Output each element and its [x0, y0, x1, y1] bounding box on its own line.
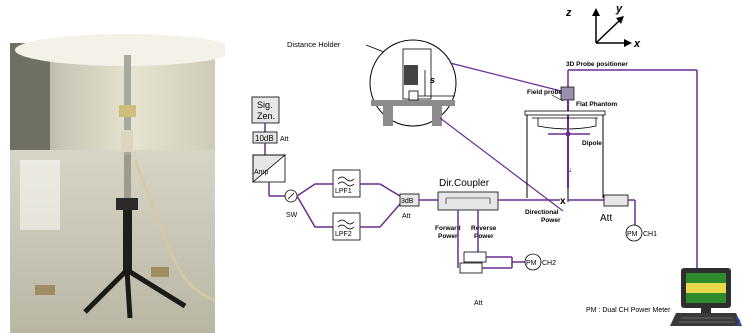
pm-ch2-pm-label: PM	[526, 260, 537, 267]
power-meter-ch2	[524, 253, 542, 271]
flat-phantom-label: Flat Phantom	[576, 101, 617, 108]
axis-triad: z y x	[565, 3, 641, 50]
lpf2-box	[332, 212, 361, 241]
attenuator-right-box	[603, 194, 629, 207]
forward-power-label-1: Forward	[435, 225, 461, 232]
attenuator-10db-label: 10dB	[255, 134, 274, 143]
pm-legend-label: PM : Dual CH Power Meter	[586, 307, 671, 314]
reverse-power-label-1: Reverse	[471, 225, 497, 232]
attenuator-right-label: Att	[600, 213, 612, 224]
attenuator-bottom-label: Att	[474, 300, 483, 307]
flat-phantom-table	[524, 110, 606, 198]
signal-generator-box	[251, 96, 280, 124]
dipole-tripod-photo	[10, 34, 225, 333]
attenuator-forward-box	[459, 262, 483, 274]
distance-s-label: s	[430, 75, 435, 85]
z-axis-label: z	[565, 7, 572, 19]
attenuator-3db-att-label: Att	[402, 213, 411, 220]
dipole-feed-mark: ↓	[568, 165, 572, 174]
lpf2-label: LPF2	[335, 231, 352, 238]
attenuator-3db-label: 3dB	[401, 198, 414, 205]
y-axis-label: y	[615, 3, 623, 15]
power-meter-ch1	[625, 224, 643, 242]
dipole-label: Dipole	[582, 140, 602, 147]
attenuator-10db-att-label: Att	[280, 136, 289, 143]
x-axis-label: x	[633, 38, 641, 50]
signal-generator-label-2: Zen.	[257, 111, 275, 121]
switch-label: SW	[286, 212, 298, 219]
computer-icon	[670, 268, 742, 327]
directional-power-label-1: Directional	[525, 209, 559, 216]
dir-coupler-box	[437, 191, 499, 211]
magnified-probe-view: s	[369, 39, 457, 127]
distance-holder-label: Distance Holder	[287, 40, 341, 49]
forward-power-label-2: Power	[438, 233, 458, 240]
pm-ch2-label: CH2	[542, 260, 556, 267]
signal-generator-label-1: Sig.	[257, 100, 273, 110]
attenuator-reverse-box	[463, 251, 487, 263]
probe-positioner-label: 3D Probe positioner	[566, 61, 628, 68]
pm-ch1-label: CH1	[643, 231, 657, 238]
feed-point-x: x	[560, 196, 566, 207]
pm-ch1-pm-label: PM	[627, 231, 638, 238]
amplifier-label: Amp	[254, 169, 269, 176]
lpf1-label: LPF1	[335, 188, 352, 195]
directional-power-label-2: Power	[541, 217, 561, 224]
dir-coupler-label: Dir.Coupler	[439, 178, 490, 189]
measurement-setup-diagram: z y x Distance Holder s 3D Probe positio…	[251, 3, 742, 327]
field-probe-label: Field probe	[527, 89, 562, 96]
reverse-power-label-2: Power	[474, 233, 494, 240]
